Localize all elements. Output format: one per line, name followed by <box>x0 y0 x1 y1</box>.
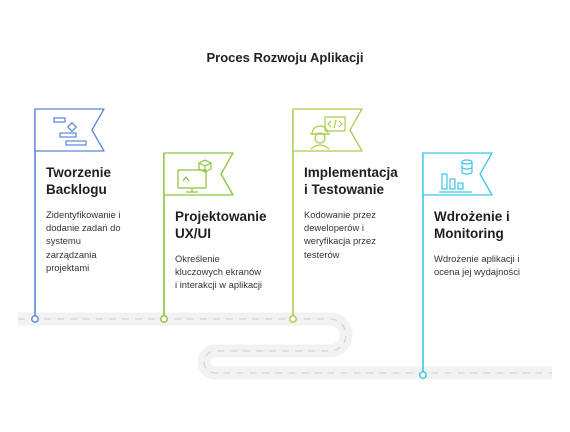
step-1-flag <box>31 108 105 323</box>
road <box>18 312 552 380</box>
backlog-gantt-icon <box>53 117 87 146</box>
step-2-heading: Projektowanie UX/UI <box>175 209 267 241</box>
step-4-heading: Wdrożenie i Monitoring <box>434 209 510 241</box>
step-2-flag <box>160 152 234 323</box>
step-4-flag <box>419 152 493 379</box>
step-1-marker <box>31 315 39 323</box>
chart-database-icon <box>439 159 473 193</box>
step-4-marker <box>419 371 427 379</box>
step-1-heading: Tworzenie Backlogu <box>46 165 112 197</box>
step-3-flag <box>289 108 363 323</box>
step-1-description: Zidentyfikowanie i dodanie zadań do syst… <box>46 209 121 273</box>
step-3-heading: Implementacja i Testowanie <box>304 165 398 197</box>
step-2-marker <box>160 315 168 323</box>
diagram-title: Proces Rozwoju Aplikacji <box>206 50 364 65</box>
developer-code-icon <box>310 116 346 150</box>
monitor-cube-icon <box>177 159 212 193</box>
step-2-description: Określenie kluczowych ekranów i interakc… <box>175 253 263 291</box>
step-3-marker <box>289 315 297 323</box>
step-3-description: Kodowanie przez deweloperów i weryfikacj… <box>304 209 376 260</box>
step-4-description: Wdrożenie aplikacji i ocena jej wydajnoś… <box>434 253 520 278</box>
